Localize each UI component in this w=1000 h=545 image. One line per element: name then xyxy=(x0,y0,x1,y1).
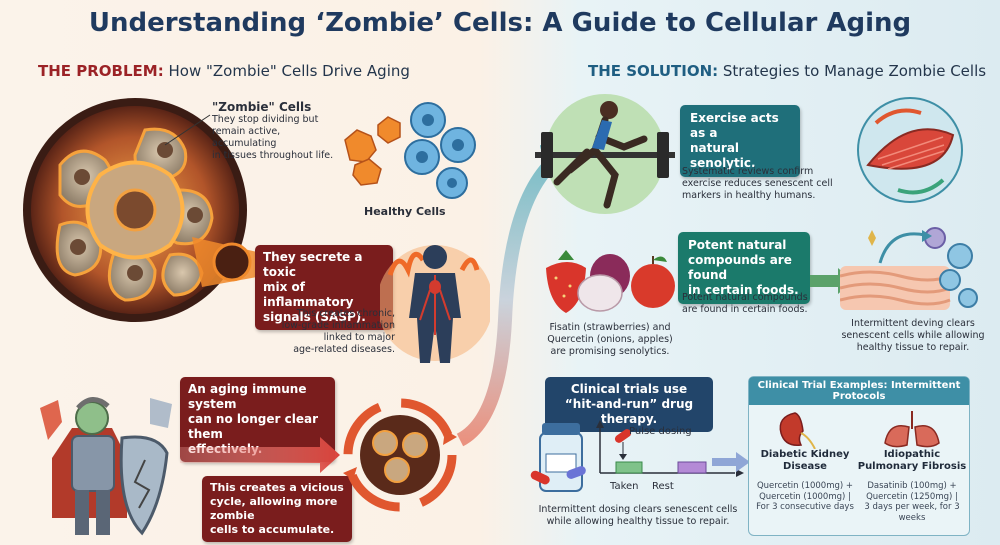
sasp-box: They secrete a toxic mix of inflammatory… xyxy=(255,245,393,330)
trial-name: Diabetic Kidney Disease xyxy=(760,449,850,472)
trial-dose: Quercetin (1000mg) + Quercetin (1000mg) … xyxy=(756,481,854,512)
aging-immune-soldier-illustration xyxy=(40,397,172,536)
problem-subtitle: How "Zombie" Cells Drive Aging xyxy=(163,62,410,80)
clinical-trial-panel: Clinical Trial Examples: Intermittent Pr… xyxy=(748,376,970,536)
exercise-box: Exercise acts as a natural senolytic. xyxy=(680,105,800,177)
vicious-cycle-illustration xyxy=(343,398,457,512)
solution-heading: THE SOLUTION: Strategies to Manage Zombi… xyxy=(588,62,986,80)
pointer-line xyxy=(164,114,211,146)
inflamed-body-illustration xyxy=(380,245,490,363)
page-title: Understanding ‘Zombie’ Cells: A Guide to… xyxy=(88,8,912,38)
fruits-illustration xyxy=(546,250,675,313)
trial-name: Idiopathic Pulmonary Fibrosis xyxy=(857,449,967,472)
dosing-caption: Intermittent dosing clears senescent cel… xyxy=(538,504,738,527)
pulse-dosing-label: Pulse dosing xyxy=(629,426,692,437)
trial-panel-header: Clinical Trial Examples: Intermittent Pr… xyxy=(749,377,969,405)
healthy-cells-illustration xyxy=(344,102,476,199)
zombie-cells-text: "Zombie" Cells They stop dividing but re… xyxy=(212,100,342,162)
zombie-cells-illustration xyxy=(23,98,247,322)
kidney-icon xyxy=(779,412,816,449)
lungs-icon xyxy=(884,411,940,448)
tissue-caption: Intermittent deving clears senescent cel… xyxy=(841,318,985,353)
exercise-caption: Systematic reviews confirm exercise redu… xyxy=(682,166,833,201)
trial-dose: Dasatinib (100mg) + Quercetin (1250mg) |… xyxy=(864,481,960,523)
tissue-repair-illustration xyxy=(840,227,978,310)
food-caption-right: Potent natural compounds are found in ce… xyxy=(682,292,808,315)
problem-heading: THE PROBLEM: How "Zombie" Cells Drive Ag… xyxy=(38,62,410,80)
trial-diabetic-kidney: Diabetic Kidney Disease Quercetin (1000m… xyxy=(753,409,857,523)
taken-label: Taken xyxy=(610,481,639,492)
zombie-cells-desc: They stop dividing but remain active, ac… xyxy=(212,114,334,161)
cycle-arrow xyxy=(180,437,340,473)
healthy-cells-label: Healthy Cells xyxy=(364,205,446,218)
trials-arrow xyxy=(712,452,750,472)
sasp-arrow xyxy=(192,237,257,287)
zombie-cells-label: "Zombie" Cells xyxy=(212,100,312,114)
pulse-dosing-illustration xyxy=(530,420,744,492)
muscle-illustration xyxy=(857,97,963,203)
food-caption-left: Fisatin (strawberries) and Quercetin (on… xyxy=(547,322,673,357)
clinical-trials-box: Clinical trials use “hit-and-run” drug t… xyxy=(545,377,713,432)
solution-keyword: THE SOLUTION: xyxy=(588,62,719,80)
trial-pulmonary-fibrosis: Idiopathic Pulmonary Fibrosis Dasatinib … xyxy=(857,409,967,523)
rest-label: Rest xyxy=(652,481,674,492)
sasp-caption: This creates chronic, low-grade inflamma… xyxy=(281,308,395,355)
exercise-runner-illustration xyxy=(535,94,675,214)
problem-keyword: THE PROBLEM: xyxy=(38,62,164,80)
food-box: Potent natural compounds are found in ce… xyxy=(678,232,810,304)
solution-subtitle: Strategies to Manage Zombie Cells xyxy=(718,62,987,80)
cycle-box: This creates a vicious cycle, allowing m… xyxy=(202,476,352,542)
